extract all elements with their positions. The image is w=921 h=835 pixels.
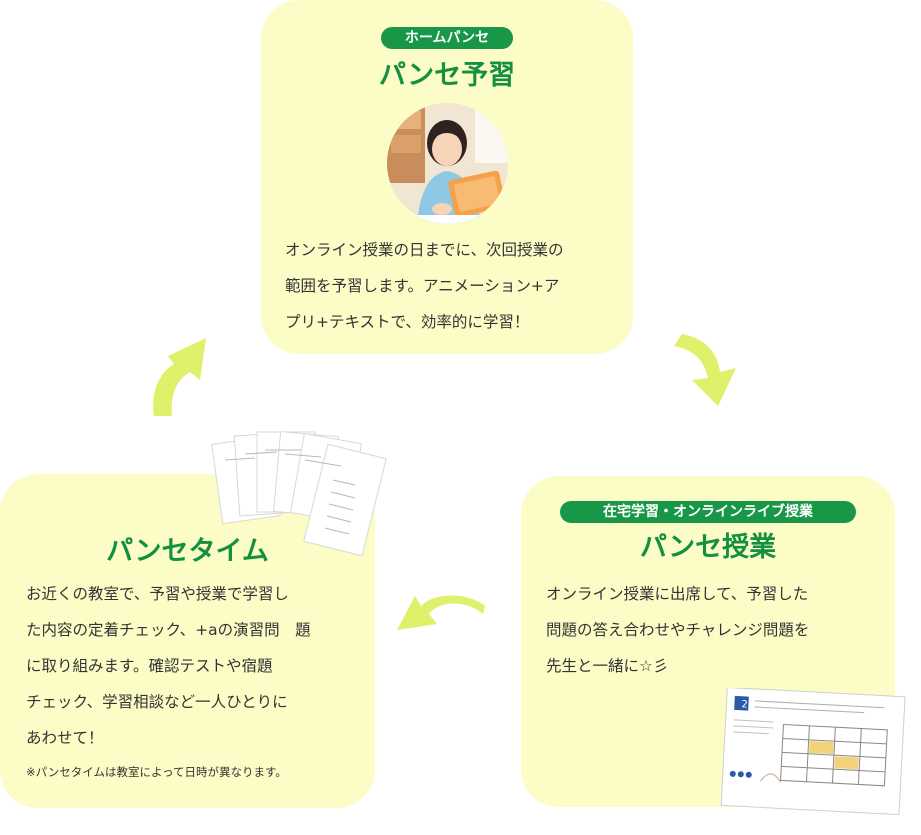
description-line: た内容の定着チェック、+aの演習問 題 <box>26 621 311 639</box>
test-papers-image <box>205 420 405 570</box>
description-line: プリ+テキストで、効率的に学習！ <box>285 313 530 331</box>
schedule-note: ※パンセタイムは教室によって日時が異なります。 <box>26 765 287 779</box>
time-title: パンセタイム <box>106 536 269 567</box>
description-line: 範囲を予習します。アニメーション+ア <box>285 277 560 295</box>
worksheet-image: 2 <box>712 686 912 818</box>
arrow-down-right-icon <box>674 334 736 406</box>
description-line: オンライン授業の日までに、次回授業の <box>285 241 564 259</box>
description-line: 先生と一緒に☆彡 <box>546 657 669 675</box>
description-line: お近くの教室で、予習や授業で学習し <box>26 585 289 603</box>
yoshu-description: オンライン授業の日までに、次回授業の 範囲を予習します。アニメーション+ア プリ… <box>285 232 625 340</box>
arrow-left-icon <box>397 595 485 630</box>
yoshu-title: パンセ予習 <box>378 60 516 91</box>
description-line: オンライン授業に出席して、予習した <box>546 585 809 603</box>
student-tablet-photo <box>387 103 508 224</box>
worksheet-number: 2 <box>741 699 748 710</box>
description-line: 問題の答え合わせやチャレンジ問題を <box>546 621 810 639</box>
jugyo-description: オンライン授業に出席して、予習した 問題の答え合わせやチャレンジ問題を 先生と一… <box>546 576 886 684</box>
home-pense-badge: ホームパンセ <box>381 27 513 49</box>
description-line: に取り組みます。確認テストや宿題 <box>26 657 273 675</box>
arrow-up-icon <box>153 338 206 416</box>
time-description: お近くの教室で、予習や授業で学習し た内容の定着チェック、+aの演習問 題 に取… <box>26 576 371 756</box>
description-line: あわせて！ <box>26 729 104 747</box>
online-live-badge: 在宅学習・オンラインライブ授業 <box>560 501 856 523</box>
description-line: チェック、学習相談など一人ひとりに <box>26 693 288 711</box>
jugyo-title: パンセ授業 <box>639 532 777 563</box>
